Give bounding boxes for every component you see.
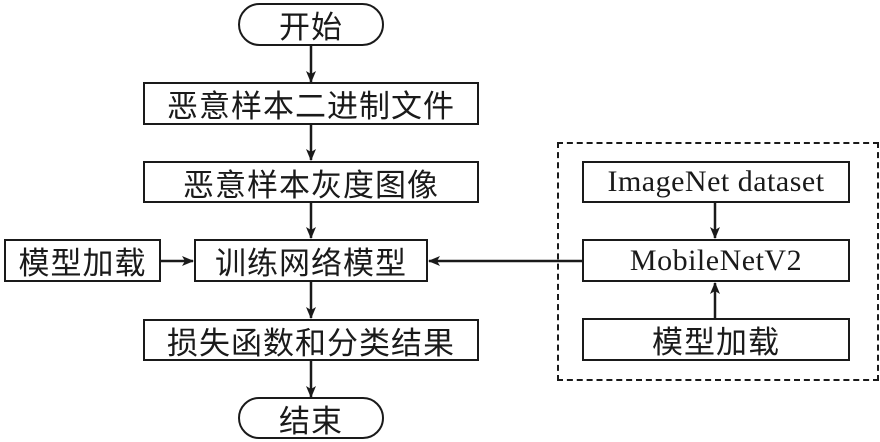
- start-terminal: 开始: [238, 3, 384, 46]
- step-loss-classification: 损失函数和分类结果: [143, 319, 479, 362]
- mobilenetv2-box: MobileNetV2: [582, 239, 850, 282]
- step-malware-binary: 恶意样本二进制文件: [143, 82, 479, 125]
- pretrained-model-load-box: 模型加载: [582, 318, 850, 361]
- end-terminal: 结束: [238, 397, 384, 440]
- model-load-input: 模型加载: [4, 239, 161, 282]
- pretrained-model-group: [557, 142, 879, 381]
- imagenet-dataset-box: ImageNet dataset: [582, 161, 850, 203]
- step-malware-grayscale: 恶意样本灰度图像: [143, 161, 479, 204]
- step-train-network: 训练网络模型: [194, 239, 428, 282]
